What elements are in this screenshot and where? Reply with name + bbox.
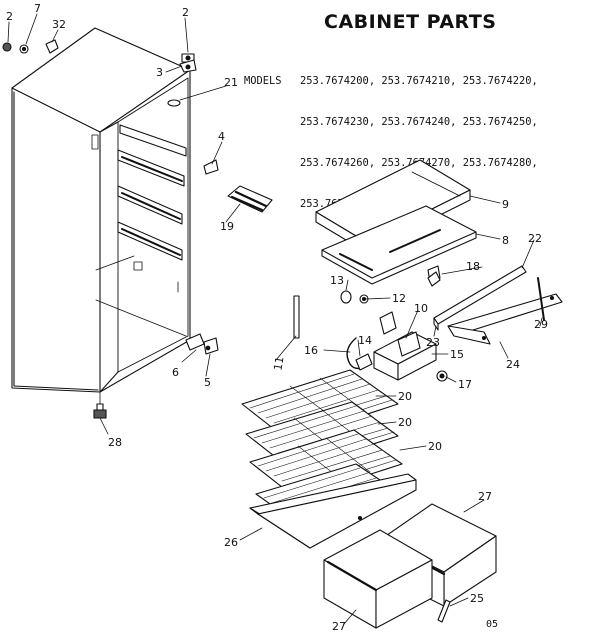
part-label-5: 5 — [204, 376, 211, 389]
part-label-20: 20 — [398, 390, 412, 403]
part-label-12: 12 — [392, 292, 406, 305]
part-label-3: 3 — [156, 66, 163, 79]
model-number: 253.7674260, — [300, 156, 376, 169]
part-label-10: 10 — [414, 302, 428, 315]
part-label-21: 21 — [224, 76, 238, 89]
part-label-32: 32 — [52, 18, 66, 31]
control-housing — [373, 331, 437, 381]
part-label-24: 24 — [506, 358, 520, 371]
part-label-27: 27 — [332, 620, 346, 633]
rod-icon — [437, 599, 451, 623]
crisper-frame — [249, 473, 417, 549]
cover-frame — [321, 205, 477, 285]
model-number: 253.7674280, — [462, 156, 538, 169]
light-socket-icon — [340, 290, 369, 304]
model-number: 253.7674210, — [381, 75, 457, 88]
part-label-23: 23 — [426, 336, 440, 349]
hinge-bottom-icon — [185, 333, 219, 355]
part-label-11: 11 — [271, 355, 286, 371]
egg-tray-icon — [227, 185, 273, 213]
leader-lines — [7, 13, 543, 625]
thermostat-bulb-icon — [293, 295, 300, 339]
hinge-top-icon — [167, 53, 197, 107]
part-label-20: 20 — [398, 416, 412, 429]
part-label-6: 6 — [172, 366, 179, 379]
part-label-20: 20 — [428, 440, 442, 453]
page-title: CABINET PARTS — [324, 11, 497, 33]
part-label-2: 2 — [182, 6, 189, 19]
part-label-26: 26 — [224, 536, 238, 549]
rail-rod-icon — [537, 277, 545, 321]
part-label-25: 25 — [470, 592, 484, 605]
part-label-8: 8 — [502, 234, 509, 247]
part-label-17: 17 — [458, 378, 472, 391]
models-list: MODELS 253.7674200, 253.7674210, 253.7674… — [244, 48, 538, 238]
knob-icon — [436, 370, 448, 382]
part-label-9: 9 — [502, 198, 509, 211]
page-code: 05 — [486, 619, 499, 630]
part-label-28: 28 — [108, 436, 122, 449]
model-number: 253.7674250, — [462, 115, 538, 128]
part-label-4: 4 — [218, 130, 225, 143]
models-label: MODELS — [244, 75, 282, 88]
part-labels: 2 7 32 2 3 21 4 19 6 5 28 9 8 18 13 12 1… — [6, 2, 548, 633]
model-number: 253.7674220, — [462, 75, 538, 88]
model-number: 253.7674240, — [381, 115, 457, 128]
part-label-14: 14 — [358, 334, 372, 347]
part-label-27: 27 — [478, 490, 492, 503]
shelf-rail-right — [447, 293, 563, 345]
part-label-19: 19 — [220, 220, 234, 233]
cap-screw-icon — [2, 39, 59, 54]
fastener-icon — [427, 271, 441, 287]
leveling-leg-icon — [93, 403, 107, 419]
part-label-29: 29 — [534, 318, 548, 331]
part-label-13: 13 — [330, 274, 344, 287]
model-number: 253.7674230, — [300, 115, 376, 128]
shelf-rail-left — [433, 265, 527, 331]
crisper-drawer-front — [323, 529, 433, 629]
part-label-15: 15 — [450, 348, 464, 361]
part-label-2: 2 — [6, 10, 13, 23]
part-label-16: 16 — [304, 344, 318, 357]
capillary-tube-icon — [346, 337, 373, 371]
cabinet-body — [11, 27, 191, 405]
model-number: 253.7674200, — [300, 75, 376, 88]
part-label-22: 22 — [528, 232, 542, 245]
light-shield-icon — [379, 311, 397, 335]
part-label-18: 18 — [466, 260, 480, 273]
bracket-icon — [203, 159, 219, 175]
part-label-7: 7 — [34, 2, 41, 15]
